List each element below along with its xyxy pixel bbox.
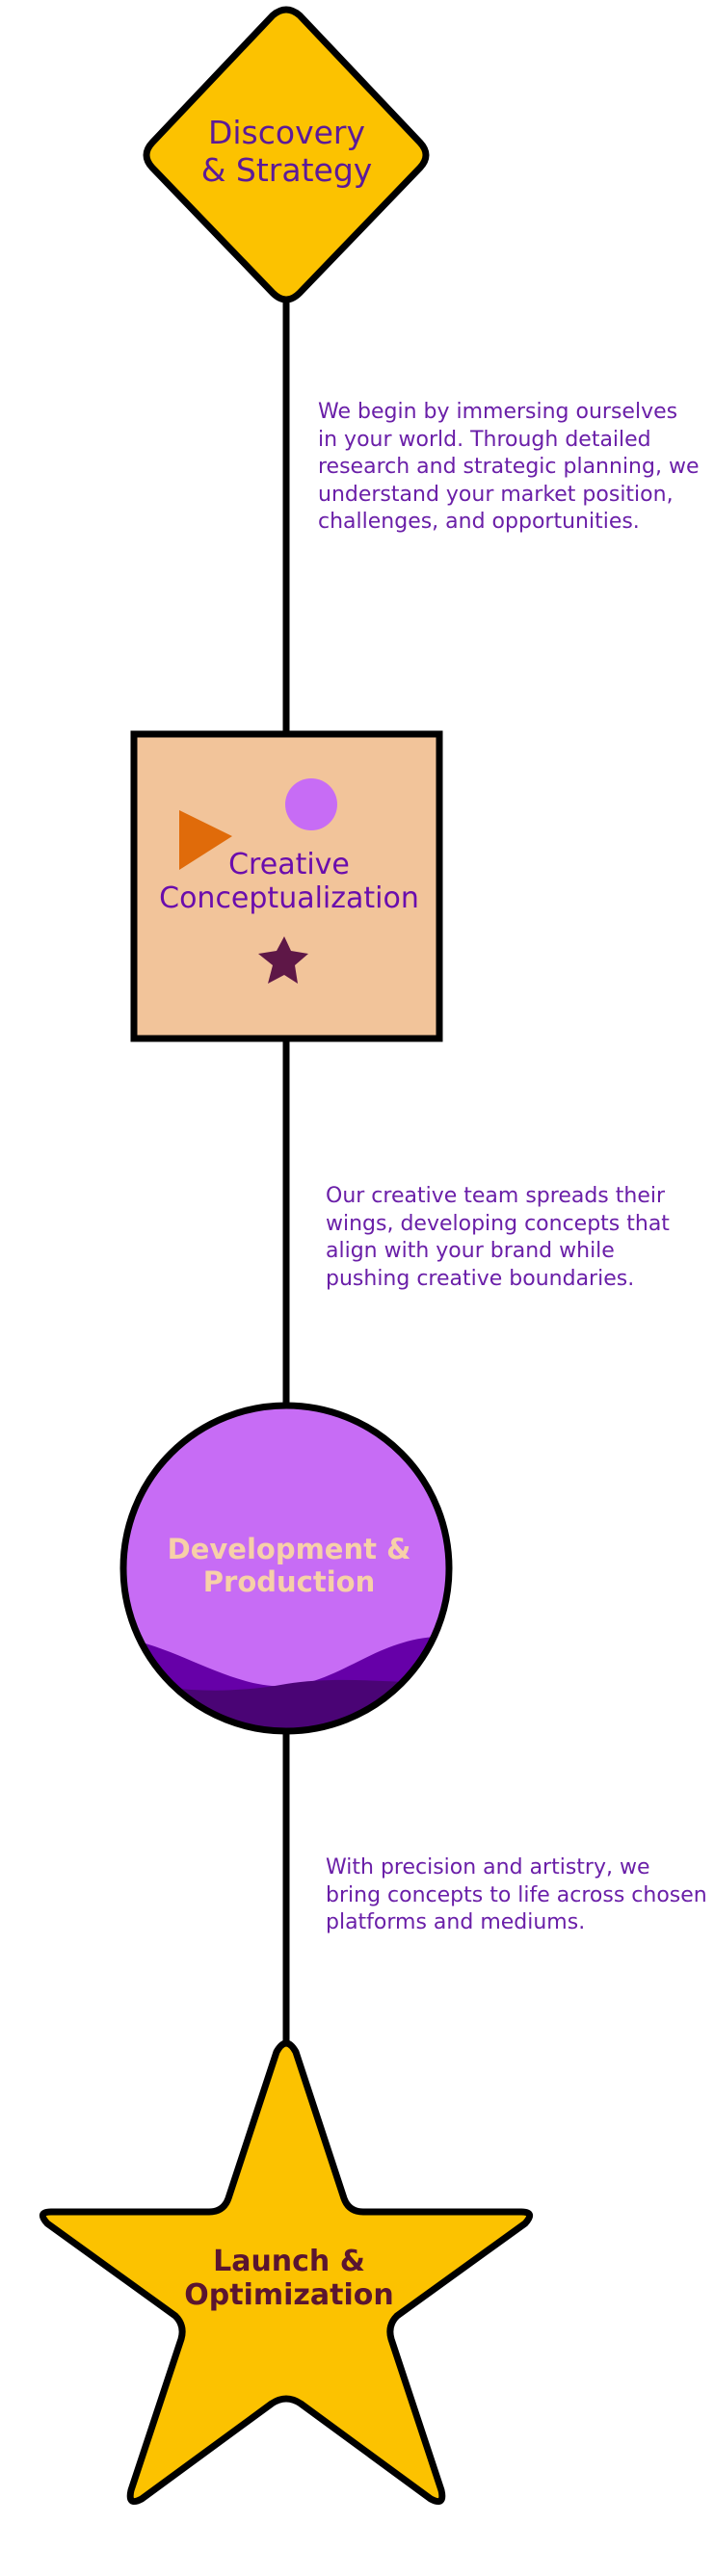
discovery-description: We begin by immersing ourselves in your … [318, 400, 700, 535]
development-circle [123, 1406, 449, 1731]
development-description: With precision and artistry, we bring co… [326, 1855, 707, 1935]
wave-dark [123, 1676, 449, 1731]
creative-label: Creative Conceptualization [159, 847, 419, 915]
development-circle-outline [119, 1402, 453, 1735]
launch-star [39, 2039, 534, 2505]
creative-square [130, 730, 443, 1042]
decor-star [258, 936, 308, 984]
decor-triangle [179, 810, 232, 870]
creative-description: Our creative team spreads their wings, d… [326, 1184, 670, 1291]
discovery-label: Discovery & Strategy [200, 113, 373, 189]
development-label: Development & Production [167, 1532, 411, 1598]
discovery-diamond [143, 6, 430, 303]
launch-label: Launch & Optimization [184, 2244, 394, 2312]
decor-circle [285, 778, 337, 830]
